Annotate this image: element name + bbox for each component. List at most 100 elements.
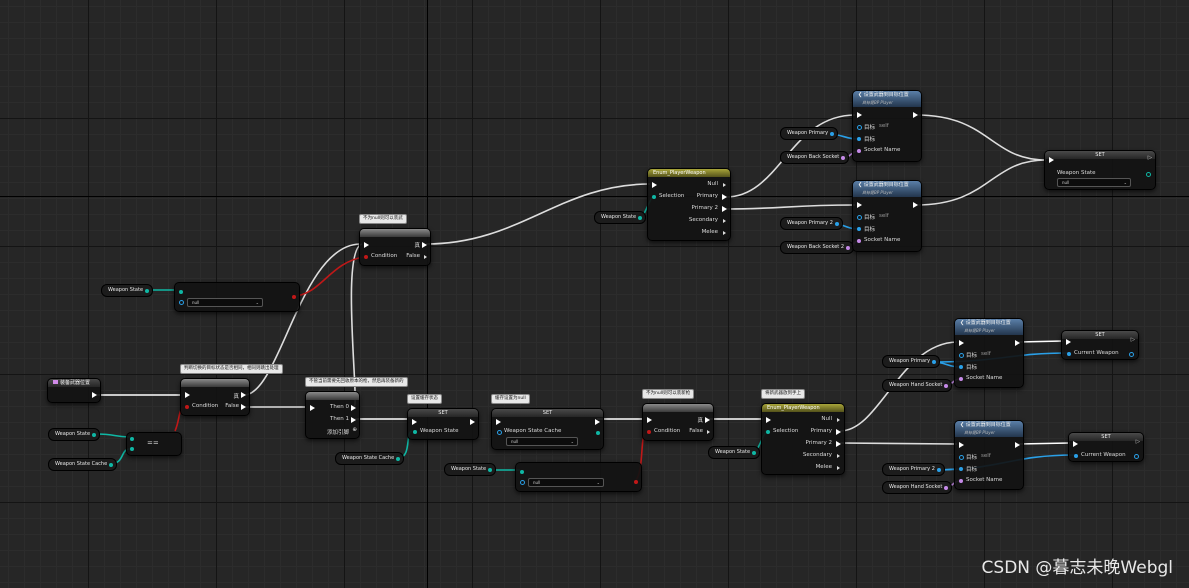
input-a-pin[interactable] xyxy=(179,290,183,294)
exec-out-pin[interactable] xyxy=(1015,442,1020,448)
weapon-primary-2-getter-2[interactable]: Weapon Primary 2 xyxy=(882,463,945,476)
sequence-node[interactable]: Then 0 Then 1 添加引脚 ⊕ xyxy=(305,391,360,439)
struct-pin[interactable] xyxy=(145,288,150,293)
input-b-pin[interactable] xyxy=(520,480,525,485)
switch-enum-node-top[interactable]: Enum_PlayerWeapon Selection Null Primary… xyxy=(647,168,731,241)
enum-combo[interactable]: null⌄ xyxy=(528,478,604,487)
exec-in-pin[interactable] xyxy=(766,417,771,423)
false-exec-pin[interactable] xyxy=(424,255,427,259)
set-weapon-state-cache-node[interactable]: SET Weapon State xyxy=(407,408,479,440)
weapon-state-cache-getter[interactable]: Weapon State Cache xyxy=(48,458,118,471)
name-pin[interactable] xyxy=(944,485,949,490)
primary2-exec-pin[interactable] xyxy=(722,206,727,212)
exec-in-pin[interactable] xyxy=(652,182,657,188)
socket-name-pin[interactable] xyxy=(857,149,861,153)
object-pin[interactable] xyxy=(830,131,835,136)
then1-pin[interactable] xyxy=(351,417,356,423)
object-pin[interactable] xyxy=(834,221,839,226)
condition-pin[interactable] xyxy=(364,255,368,259)
weapon-hand-socket-getter[interactable]: Weapon Hand Socket xyxy=(882,379,953,392)
weapon-state-getter[interactable]: Weapon State xyxy=(101,284,154,297)
object-pin[interactable] xyxy=(932,359,937,364)
struct-pin[interactable] xyxy=(92,432,97,437)
attach-node-primary2-hand[interactable]: ❮ 设置武器到目标位置 目标是BP Player 目标 self 目标 Sock… xyxy=(954,420,1024,490)
attach-node-primary2-back[interactable]: ❮ 设置武器到目标位置 目标是BP Player 目标 self 目标 Sock… xyxy=(852,180,922,252)
then0-pin[interactable] xyxy=(351,405,356,411)
enum-combo[interactable]: null⌄ xyxy=(1057,178,1131,187)
selection-pin[interactable] xyxy=(652,195,656,199)
struct-pin[interactable] xyxy=(638,215,643,220)
value-pin[interactable] xyxy=(497,430,502,435)
component-pin[interactable] xyxy=(857,227,861,231)
exec-in-pin[interactable] xyxy=(310,405,315,411)
value-pin[interactable] xyxy=(1067,352,1071,356)
object-pin[interactable] xyxy=(936,467,941,472)
bool-out-pin[interactable] xyxy=(292,295,296,299)
exec-out-pin[interactable]: ▷ xyxy=(1135,439,1140,445)
exec-out-pin[interactable]: ▷ xyxy=(1147,155,1152,161)
exec-in-pin[interactable] xyxy=(185,392,190,398)
set-current-weapon-node-2[interactable]: SET ▷ Current Weapon xyxy=(1068,432,1144,462)
add-pin-icon[interactable]: ⊕ xyxy=(352,427,357,433)
weapon-state-getter-4[interactable]: Weapon State xyxy=(594,211,647,224)
enum-not-equal-node[interactable]: null⌄ xyxy=(174,282,300,312)
false-exec-pin[interactable] xyxy=(241,404,246,410)
melee-exec-pin[interactable] xyxy=(723,231,726,235)
out-pin[interactable] xyxy=(1134,454,1139,459)
target-pin[interactable] xyxy=(959,353,964,358)
melee-exec-pin[interactable] xyxy=(837,466,840,470)
null-exec-pin[interactable] xyxy=(837,418,840,422)
component-pin[interactable] xyxy=(959,467,963,471)
secondary-exec-pin[interactable] xyxy=(837,454,840,458)
set-cache-null-node[interactable]: SET Weapon State Cache null⌄ xyxy=(491,408,604,450)
exec-out-pin[interactable] xyxy=(595,419,600,425)
struct-pin[interactable] xyxy=(109,462,114,467)
out-pin[interactable] xyxy=(1129,352,1134,357)
branch-node-2[interactable]: 真 Condition False xyxy=(359,228,431,266)
enum-combo[interactable]: null⌄ xyxy=(506,437,578,446)
true-exec-pin[interactable] xyxy=(705,417,710,423)
primary-exec-pin[interactable] xyxy=(836,429,841,435)
component-pin[interactable] xyxy=(959,365,963,369)
exec-in-pin[interactable] xyxy=(857,202,862,208)
exec-in-pin[interactable] xyxy=(1073,441,1078,447)
weapon-back-socket-2-getter[interactable]: Weapon Back Socket 2 xyxy=(780,241,855,254)
condition-pin[interactable] xyxy=(185,405,189,409)
target-pin[interactable] xyxy=(959,455,964,460)
exec-in-pin[interactable] xyxy=(496,419,501,425)
weapon-primary-2-getter[interactable]: Weapon Primary 2 xyxy=(780,217,843,230)
exec-in-pin[interactable] xyxy=(1066,339,1071,345)
exec-out-pin[interactable] xyxy=(92,392,97,398)
value-pin[interactable] xyxy=(1146,172,1151,177)
equal-node[interactable]: == xyxy=(126,432,182,456)
input-a-pin[interactable] xyxy=(130,437,134,441)
weapon-hand-socket-getter-2[interactable]: Weapon Hand Socket xyxy=(882,481,953,494)
set-weapon-state-node[interactable]: SET ▷ Weapon State null⌄ xyxy=(1044,150,1156,190)
input-a-pin[interactable] xyxy=(520,470,524,474)
exec-in-pin[interactable] xyxy=(959,442,964,448)
name-pin[interactable] xyxy=(944,383,949,388)
exec-out-pin[interactable] xyxy=(1015,340,1020,346)
component-pin[interactable] xyxy=(857,137,861,141)
value-pin[interactable] xyxy=(413,430,417,434)
socket-name-pin[interactable] xyxy=(959,377,963,381)
false-exec-pin[interactable] xyxy=(707,430,710,434)
exec-out-pin[interactable] xyxy=(470,419,475,425)
exec-in-pin[interactable] xyxy=(959,340,964,346)
switch-enum-node-bottom[interactable]: Enum_PlayerWeapon Selection Null Primary… xyxy=(761,403,845,475)
name-pin[interactable] xyxy=(846,245,851,250)
branch-node-1[interactable]: 真 Condition False xyxy=(180,378,250,416)
condition-pin[interactable] xyxy=(647,430,651,434)
target-pin[interactable] xyxy=(857,125,862,130)
exec-in-pin[interactable] xyxy=(412,419,417,425)
null-exec-pin[interactable] xyxy=(723,183,726,187)
exec-out-pin[interactable] xyxy=(913,112,918,118)
attach-node-primary-hand[interactable]: ❮ 设置武器到目标位置 目标是BP Player 目标 self 目标 Sock… xyxy=(954,318,1024,388)
weapon-back-socket-getter[interactable]: Weapon Back Socket xyxy=(780,151,850,164)
struct-pin[interactable] xyxy=(752,450,757,455)
weapon-state-getter-3[interactable]: Weapon State xyxy=(444,463,497,476)
true-exec-pin[interactable] xyxy=(241,392,246,398)
exec-in-pin[interactable] xyxy=(1049,157,1054,163)
bool-out-pin[interactable] xyxy=(634,480,638,484)
socket-name-pin[interactable] xyxy=(857,239,861,243)
